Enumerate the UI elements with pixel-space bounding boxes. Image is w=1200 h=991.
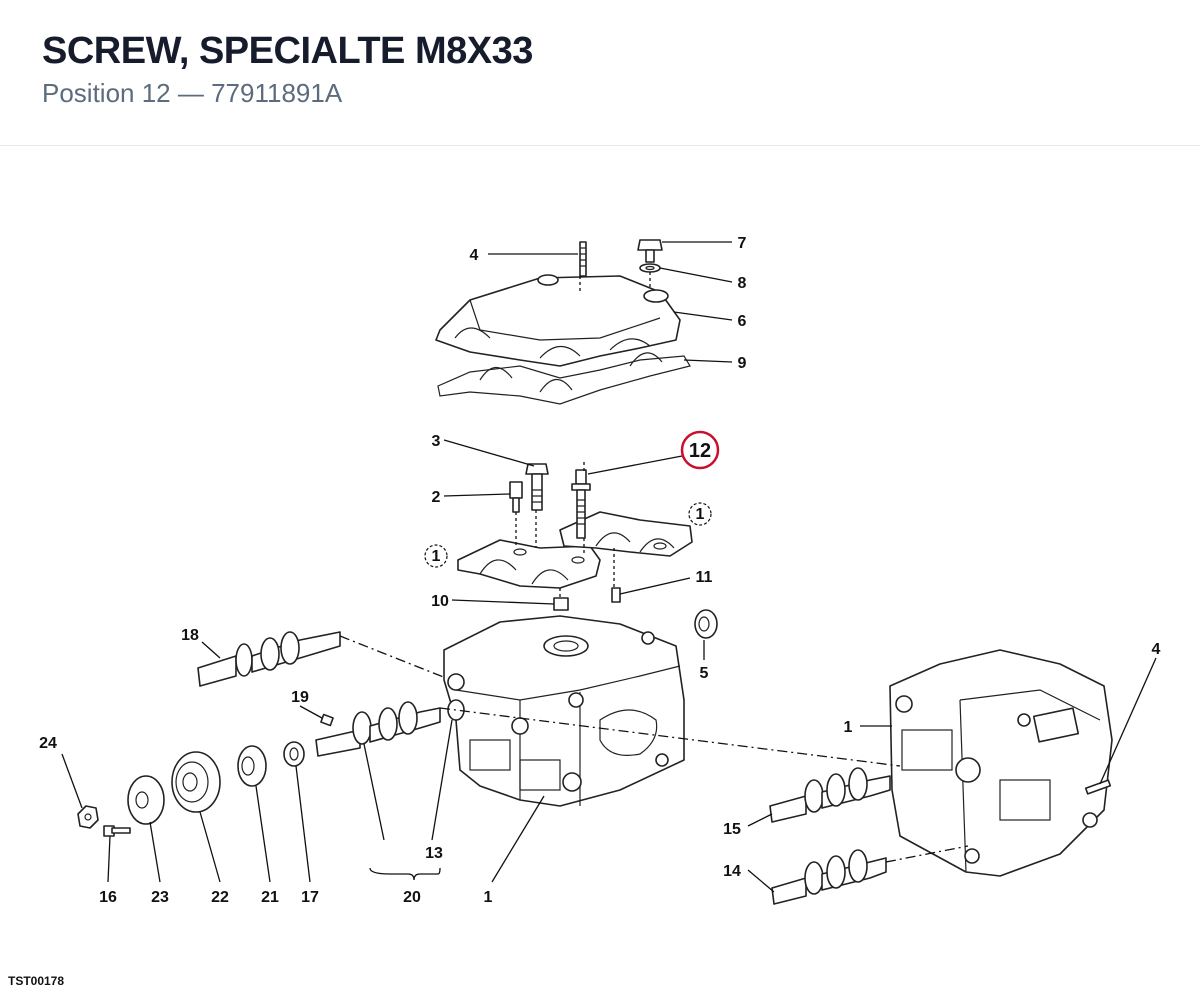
part-cam-cap-right[interactable] (559, 511, 693, 557)
part-ring-17[interactable] (283, 741, 305, 767)
part-pulley-22[interactable] (171, 751, 221, 813)
part-dowel-10[interactable] (553, 597, 569, 611)
part-cam-cap-left[interactable] (457, 539, 601, 589)
part-stud-right[interactable] (1084, 779, 1112, 795)
callout-15: 15 (723, 821, 741, 838)
part-key-19[interactable] (320, 713, 334, 727)
part-bolt-16[interactable] (103, 825, 131, 837)
callout-1-head-main: 1 (484, 889, 493, 906)
callout-18: 18 (181, 627, 199, 644)
part-cylinder-head-rear[interactable] (889, 649, 1113, 877)
part-valve-cover[interactable] (435, 274, 681, 367)
callout-9: 9 (738, 355, 747, 372)
callout-1-head-rear: 1 (844, 719, 853, 736)
part-washer-23[interactable] (127, 775, 165, 825)
part-screw-12-highlighted[interactable] (571, 469, 591, 539)
part-stud-top[interactable] (579, 241, 587, 277)
callout-20: 20 (403, 889, 421, 906)
part-screw-3[interactable] (525, 463, 549, 511)
part-title: SCREW, SPECIALTE M8X33 (42, 30, 533, 72)
part-cylinder-head-main[interactable] (443, 615, 685, 807)
callout-5: 5 (700, 665, 709, 682)
callout-23: 23 (151, 889, 169, 906)
callout-19: 19 (291, 689, 309, 706)
part-dowel-2[interactable] (509, 481, 523, 513)
callout-14: 14 (723, 863, 741, 880)
callout-11: 11 (696, 569, 713, 586)
callout-12-highlighted[interactable]: 12 (689, 440, 711, 462)
part-bolt-7[interactable] (637, 239, 663, 263)
part-camshaft-13[interactable] (315, 699, 465, 757)
dashed-circle-marker-right (688, 502, 712, 526)
callout-1-cap-right: 1 (696, 506, 705, 523)
callout-8: 8 (738, 275, 747, 292)
highlight-ring-12 (680, 430, 720, 470)
callout-7: 7 (738, 235, 747, 252)
callout-3: 3 (432, 433, 441, 450)
part-camshaft-18[interactable] (197, 631, 341, 687)
callout-4-right: 4 (1152, 641, 1161, 658)
part-hub-21[interactable] (237, 745, 267, 787)
callout-17: 17 (301, 889, 319, 906)
page-header: SCREW, SPECIALTE M8X33 Position 12 — 779… (0, 0, 1200, 146)
exploded-parts-diagram: 1 1 1 1 2 3 4 4 5 6 7 8 9 10 11 12 13 14… (39, 235, 1161, 906)
diagram-code: TST00178 (8, 974, 65, 988)
callout-24: 24 (39, 735, 57, 752)
leader-lines (61, 241, 1157, 893)
callout-16: 16 (99, 889, 117, 906)
callout-13: 13 (425, 845, 443, 862)
callout-2: 2 (432, 489, 441, 506)
callout-21: 21 (261, 889, 279, 906)
dashed-circle-marker-left (424, 544, 448, 568)
callout-10: 10 (431, 593, 449, 610)
part-nut-24[interactable] (77, 805, 99, 829)
callout-1-cap-left: 1 (432, 548, 441, 565)
callout-22: 22 (211, 889, 229, 906)
part-camshaft-14[interactable] (771, 849, 887, 905)
part-gasket[interactable] (437, 352, 691, 405)
part-seal-5[interactable] (694, 609, 718, 639)
part-camshaft-15[interactable] (769, 767, 891, 823)
callout-4-top: 4 (470, 247, 479, 264)
part-subtitle: Position 12 — 77911891A (42, 78, 343, 108)
callout-6: 6 (738, 313, 747, 330)
part-pin-11[interactable] (611, 587, 621, 603)
part-washer-8[interactable] (639, 263, 661, 273)
